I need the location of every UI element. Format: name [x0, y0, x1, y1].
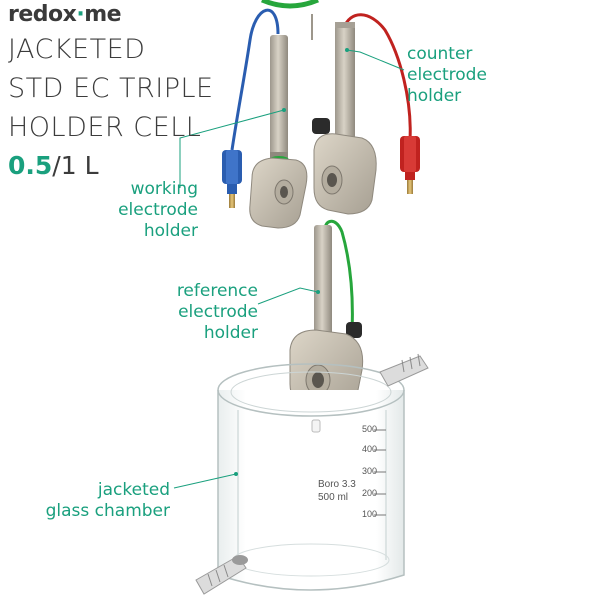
lower-hose-barb [195, 555, 248, 595]
graduation-500: 500 [362, 424, 378, 434]
brand-logo: redox·me [8, 2, 122, 27]
top-ring-fragment [261, 0, 319, 9]
counter-knob [312, 118, 330, 134]
glass-rim-outer [217, 363, 405, 417]
graduation-300: 300 [362, 466, 378, 476]
leader-lines [173, 49, 405, 489]
counter-electrode-label: counter electrode holder [407, 44, 487, 106]
working-electrode-label: working electrode holder [118, 179, 198, 241]
title-line-2: STD EC TRIPLE [8, 73, 214, 104]
graduation-200: 200 [362, 488, 378, 498]
counter-red-cable [342, 13, 412, 141]
upper-hose-barb [379, 353, 429, 387]
glass-chamber [217, 390, 405, 591]
counter-rod [335, 22, 355, 162]
graduation-100: 100 [362, 509, 378, 519]
volume-label: 0.5/1 L [8, 151, 99, 180]
reference-electrode-label: reference electrode holder [176, 281, 258, 343]
glass-chamber-label: jacketed glass chamber [45, 480, 170, 521]
glass-marking: Boro 3.3 500 ml [318, 479, 356, 503]
graduation-ticks [374, 429, 386, 516]
reference-rod [314, 225, 332, 337]
working-blue-cable [230, 8, 280, 151]
title-line-3: HOLDER CELL [8, 112, 202, 143]
glass-rim-inner [230, 371, 392, 413]
working-rod [270, 35, 288, 160]
reference-knob [346, 322, 362, 338]
graduation-400: 400 [362, 444, 378, 454]
title-line-1: JACKETED [8, 34, 146, 65]
product-title: JACKETED STD EC TRIPLE HOLDER CELL 0.5/1… [8, 30, 214, 183]
